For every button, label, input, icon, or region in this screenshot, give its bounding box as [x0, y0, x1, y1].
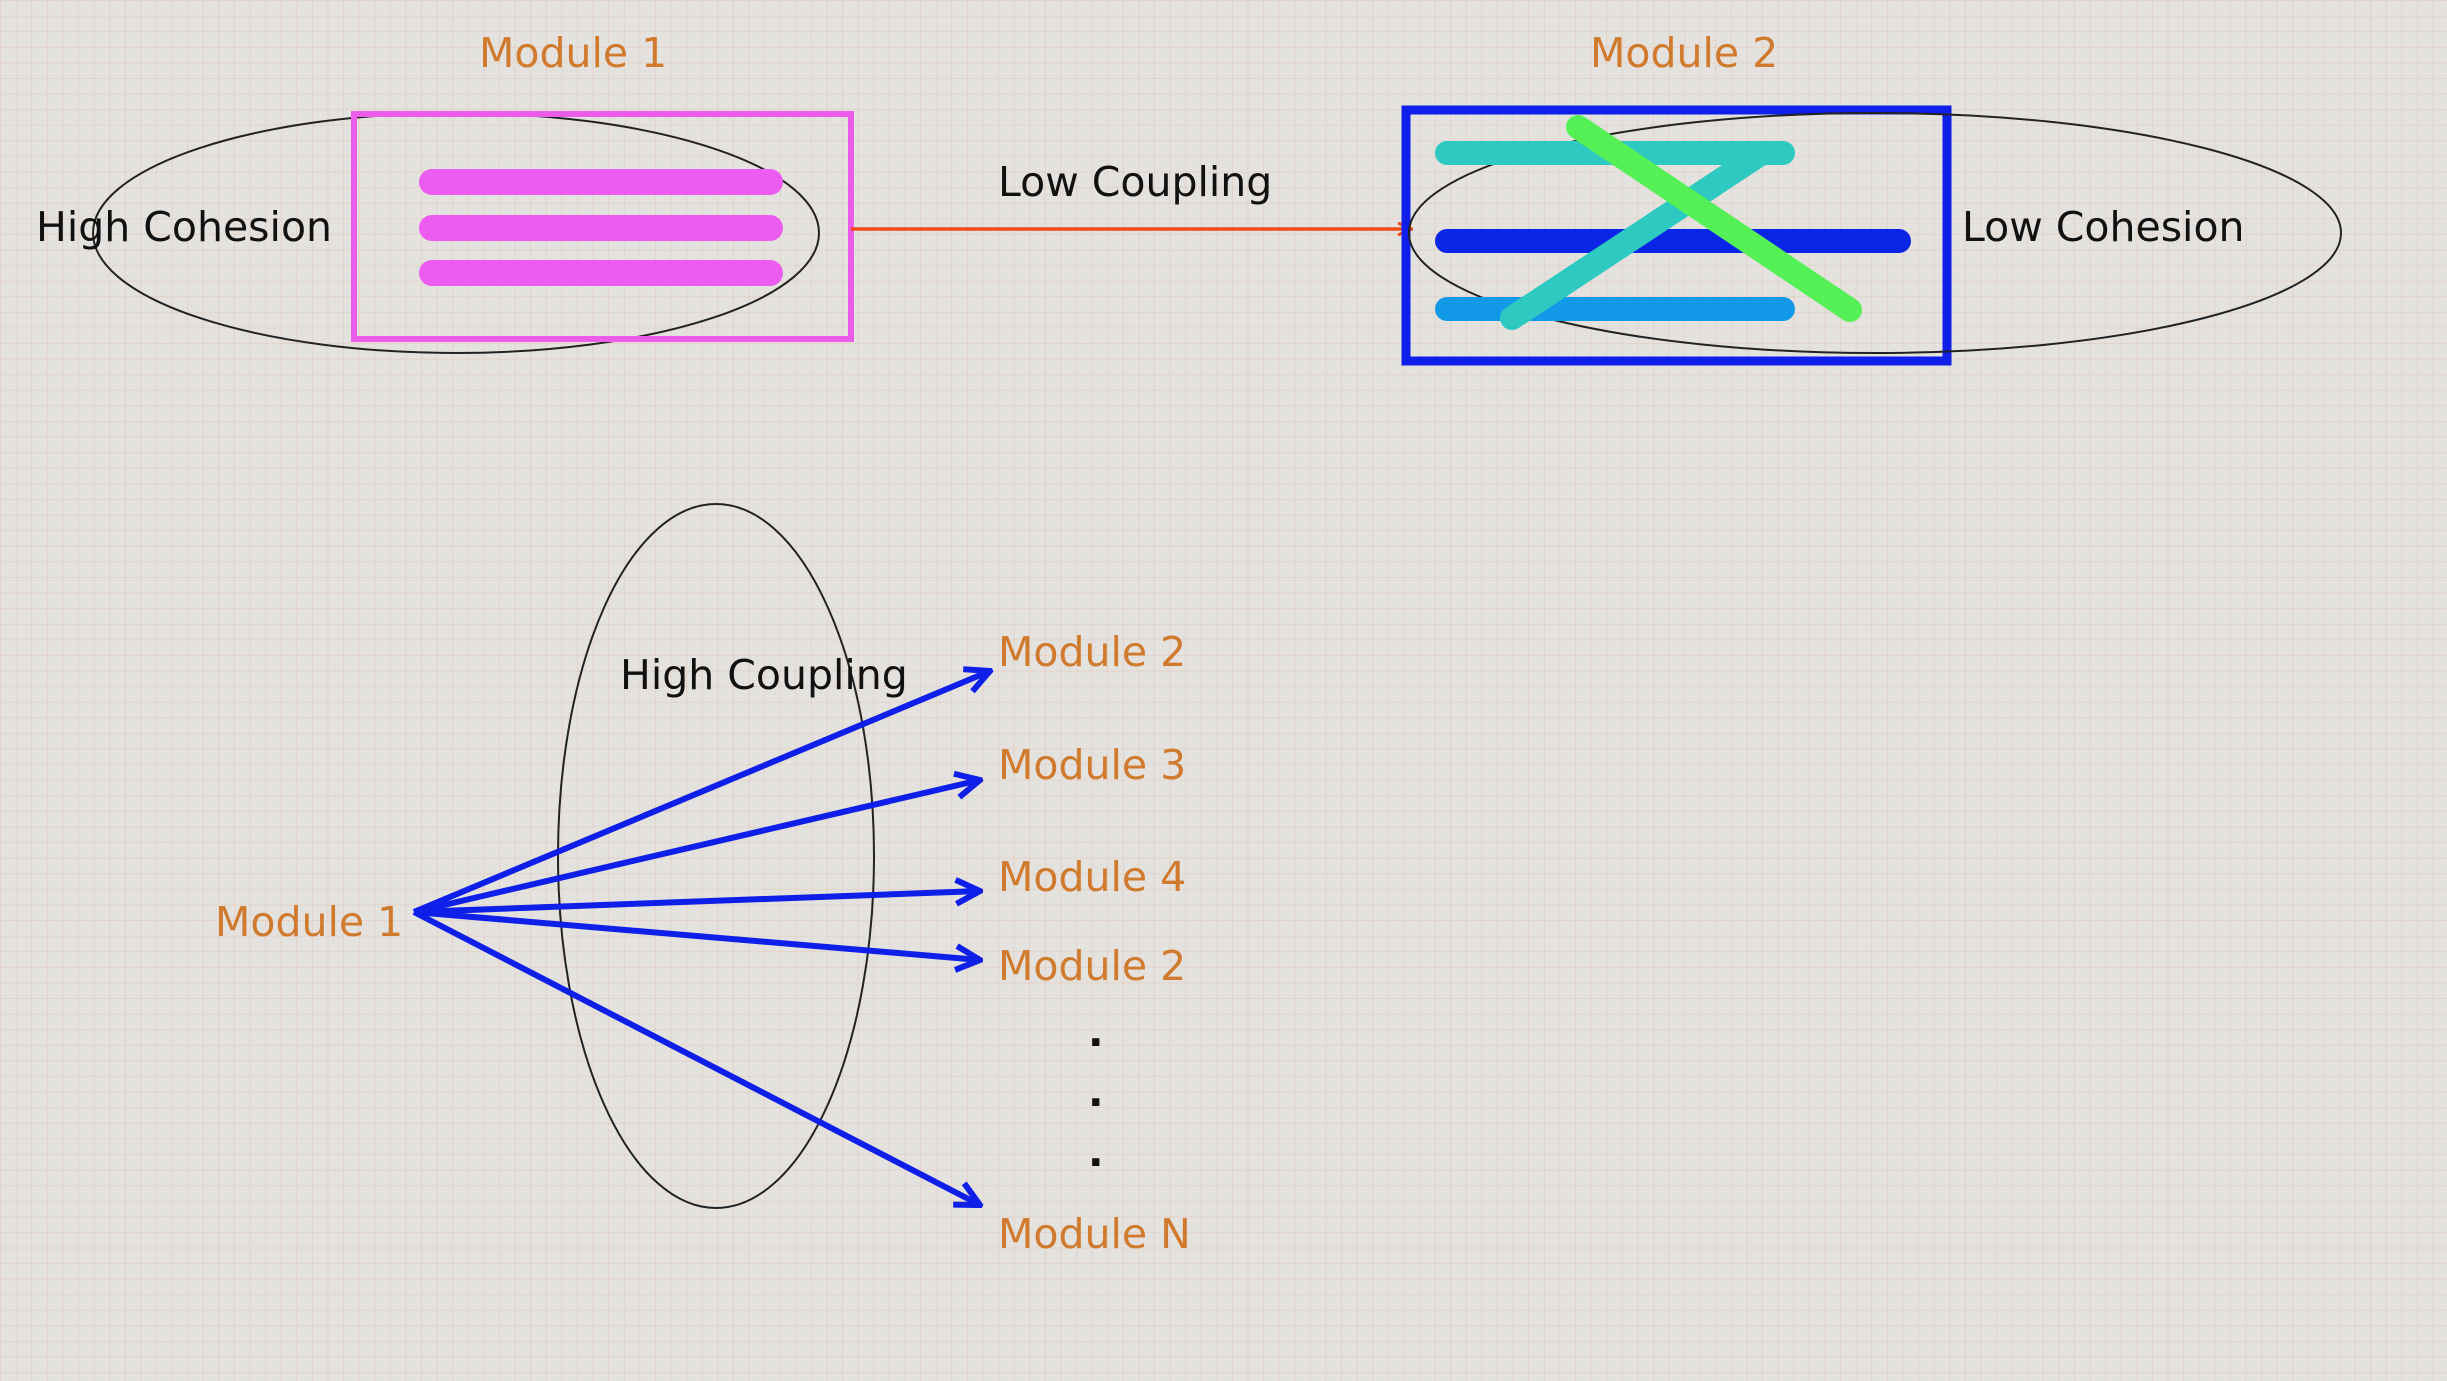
- target-module-label: Module 2: [998, 628, 1186, 676]
- module2-bar-teal-diagonal: [1500, 141, 1774, 330]
- low-coupling-connector: Low Coupling: [851, 158, 1412, 229]
- coupling-arrow: [413, 780, 980, 915]
- ellipsis-dot: .: [1088, 1068, 1104, 1116]
- coupling-arrow: [413, 909, 980, 960]
- coupling-arrow: [412, 671, 990, 915]
- module1-title: Module 1: [479, 29, 667, 77]
- module2-group: Module 2 Low Cohesion: [1401, 29, 2342, 366]
- coupling-arrows: [412, 671, 990, 1205]
- coupling-arrow: [413, 891, 980, 915]
- target-module-list: Module 2 Module 3 Module 4 Module 2 . . …: [998, 628, 1191, 1258]
- low-cohesion-ellipse: [1408, 112, 2342, 354]
- module1-group: Module 1 High Cohesion: [36, 29, 854, 354]
- source-module-label: Module 1: [215, 898, 403, 946]
- low-cohesion-label: Low Cohesion: [1962, 203, 2245, 251]
- coupling-arrow: [412, 909, 980, 1205]
- module2-bar-green-diagonal: [1566, 115, 1862, 322]
- ellipsis-dot: .: [1088, 1128, 1104, 1176]
- low-coupling-label: Low Coupling: [998, 158, 1272, 206]
- high-coupling-label: High Coupling: [620, 651, 908, 699]
- module2-title: Module 2: [1590, 29, 1778, 77]
- ellipsis-dot: .: [1088, 1008, 1104, 1056]
- target-module-label: Module 4: [998, 853, 1186, 901]
- module2-box: [1401, 105, 1952, 366]
- high-coupling-group: High Coupling Module 1 Module 2 Module 3…: [215, 503, 1191, 1258]
- target-module-label: Module N: [998, 1210, 1191, 1258]
- module1-box: [351, 111, 854, 342]
- high-coupling-ellipse: [557, 503, 875, 1209]
- high-cohesion-label: High Cohesion: [36, 203, 332, 251]
- target-module-label: Module 2: [998, 942, 1186, 990]
- target-module-label: Module 3: [998, 741, 1186, 789]
